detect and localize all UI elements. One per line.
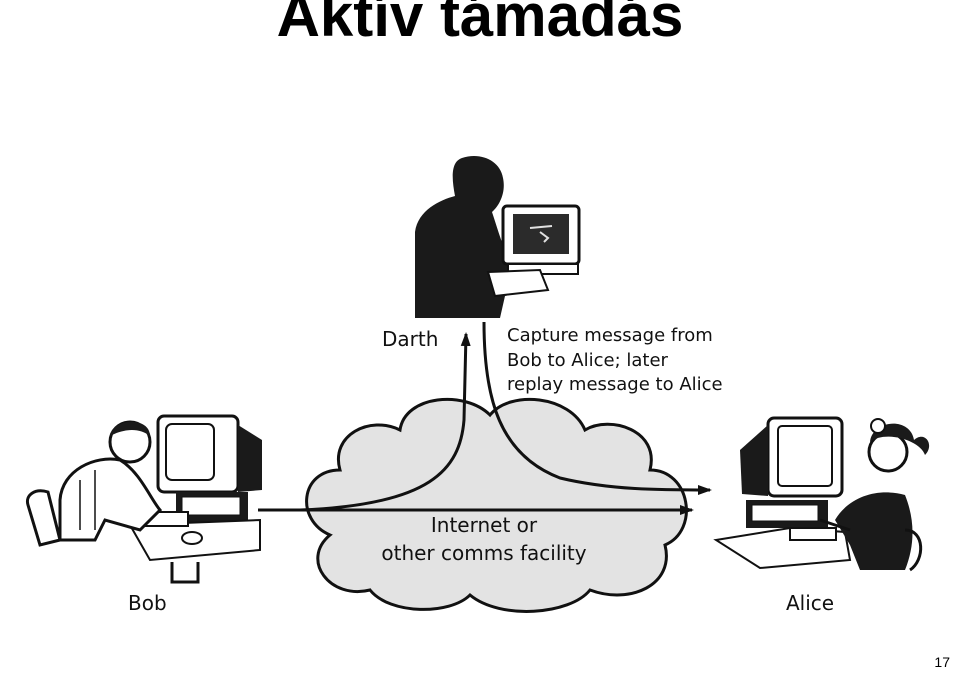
replay-arrow bbox=[482, 321, 712, 495]
bob-label: Bob bbox=[128, 591, 167, 615]
capture-arrow bbox=[299, 332, 471, 512]
attacker-note-line-1: Capture message from bbox=[507, 325, 713, 346]
attacker-note-line-3: replay message to Alice bbox=[507, 374, 723, 395]
cloud-label-line-2: other comms facility bbox=[381, 541, 586, 565]
slide-title: Aktív támadás bbox=[276, 0, 684, 49]
bob-figure bbox=[25, 414, 262, 584]
alice-figure bbox=[713, 416, 930, 572]
darth-label: Darth bbox=[382, 327, 438, 351]
page-number: 17 bbox=[934, 654, 950, 670]
cloud-label-line-1: Internet or bbox=[431, 513, 538, 537]
darth-figure bbox=[415, 156, 581, 318]
network-cloud bbox=[305, 397, 688, 613]
attacker-note-line-2: Bob to Alice; later bbox=[507, 350, 669, 371]
alice-label: Alice bbox=[786, 591, 834, 615]
